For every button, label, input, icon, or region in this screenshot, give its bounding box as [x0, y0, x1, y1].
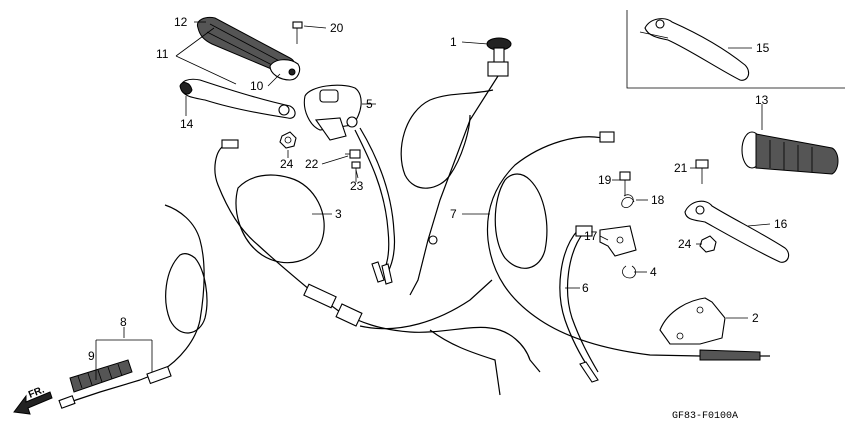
- callout-6: 6: [582, 281, 589, 295]
- switch-housing-5: [303, 84, 396, 285]
- nut-24a: [279, 131, 297, 149]
- bracket-2: [659, 297, 726, 345]
- brake-cable-8: [58, 204, 208, 409]
- callout-18: 18: [651, 193, 665, 207]
- callout-14: 14: [180, 117, 194, 131]
- callout-15: 15: [756, 41, 770, 55]
- bracket-17: [599, 225, 637, 257]
- front-arrow: FR.: [13, 384, 53, 415]
- spring-9: [69, 359, 133, 393]
- left-grip-13: [741, 131, 839, 175]
- cable-end: [699, 349, 770, 361]
- brake-lever-15: [639, 18, 750, 81]
- callout-12: 12: [174, 15, 188, 29]
- callout-21: 21: [674, 161, 688, 175]
- callout-24a: 24: [280, 157, 294, 171]
- nut-24b: [699, 235, 717, 253]
- callout-16: 16: [774, 217, 788, 231]
- callout-11: 11: [156, 47, 169, 61]
- lever-14: [179, 78, 296, 119]
- callout-22: 22: [305, 157, 319, 171]
- callout-23: 23: [350, 179, 364, 193]
- callout-1: 1: [450, 35, 457, 49]
- callout-4: 4: [650, 265, 657, 279]
- choke-cable-1: [400, 37, 512, 296]
- lever-16: [684, 200, 790, 263]
- harness-6: [559, 225, 599, 383]
- throttle-grip-12: [196, 17, 301, 81]
- callout-20: 20: [330, 21, 344, 35]
- leader-lines: [95, 21, 771, 380]
- callout-8: 8: [120, 315, 127, 329]
- callout-3: 3: [335, 207, 342, 221]
- clip-4: [622, 265, 636, 279]
- screw-20: [292, 21, 303, 44]
- callout-9: 9: [88, 349, 95, 363]
- throttle-cable-3: [214, 139, 541, 396]
- callout-2: 2: [752, 311, 759, 325]
- screw-21: [695, 159, 709, 184]
- inset-frame: [626, 10, 845, 89]
- callout-13: 13: [755, 93, 769, 107]
- callout-24b: 24: [678, 237, 692, 251]
- callout-7: 7: [450, 207, 457, 221]
- cable-7: [486, 131, 701, 357]
- callout-17: 17: [584, 229, 598, 243]
- screw-19: [619, 171, 631, 196]
- callout-10: 10: [250, 79, 264, 93]
- callout-5: 5: [366, 97, 373, 111]
- spring-18: [621, 194, 635, 208]
- bolt-22: [345, 149, 361, 159]
- callout-19: 19: [598, 173, 612, 187]
- diagram-code: GF83-F0100A: [672, 411, 738, 422]
